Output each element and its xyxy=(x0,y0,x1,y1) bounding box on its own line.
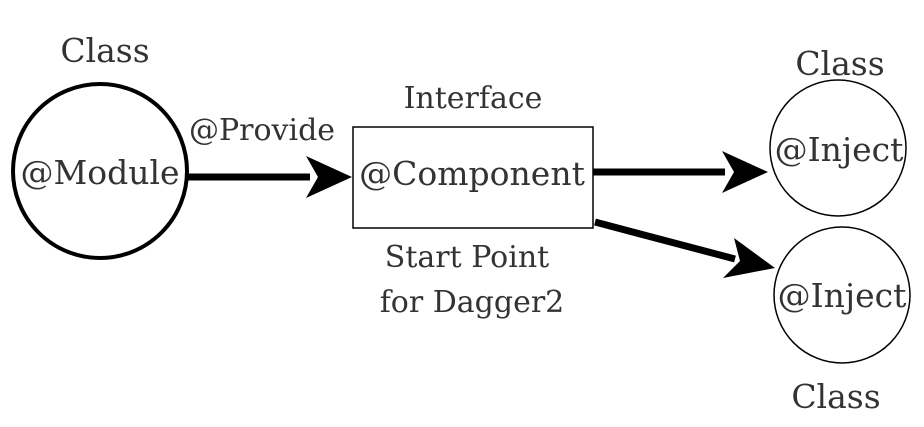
inject-top-edge xyxy=(593,151,768,193)
component-note-line2: for Dagger2 xyxy=(380,285,565,320)
inject-bottom-circle xyxy=(773,226,911,364)
inject-top-type-label: Class xyxy=(795,44,884,83)
component-type-label: Interface xyxy=(404,81,543,116)
inject-top-node: Class @Inject xyxy=(769,44,907,217)
inject-bottom-arrow-line xyxy=(594,218,736,263)
module-type-label: Class xyxy=(60,31,149,70)
component-box xyxy=(352,126,594,229)
module-circle xyxy=(11,82,189,260)
provide-arrowhead xyxy=(306,156,352,198)
inject-top-annotation: @Inject xyxy=(775,130,904,169)
provide-edge: @Provide xyxy=(187,113,352,198)
module-annotation: @Module xyxy=(20,153,179,192)
component-node: Interface @Component Start Point for Dag… xyxy=(352,81,594,320)
module-node: Class @Module xyxy=(11,31,189,260)
inject-bottom-type-label: Class xyxy=(791,377,880,416)
component-note-line1: Start Point xyxy=(385,240,549,275)
inject-bottom-arrowhead xyxy=(723,238,775,278)
component-annotation: @Component xyxy=(359,154,585,193)
inject-top-circle xyxy=(769,79,907,217)
inject-top-arrowhead xyxy=(722,151,768,193)
provide-edge-label: @Provide xyxy=(189,113,335,148)
inject-bottom-edge xyxy=(594,218,775,278)
inject-bottom-node: @Inject Class xyxy=(773,226,911,416)
inject-bottom-annotation: @Inject xyxy=(778,276,907,315)
